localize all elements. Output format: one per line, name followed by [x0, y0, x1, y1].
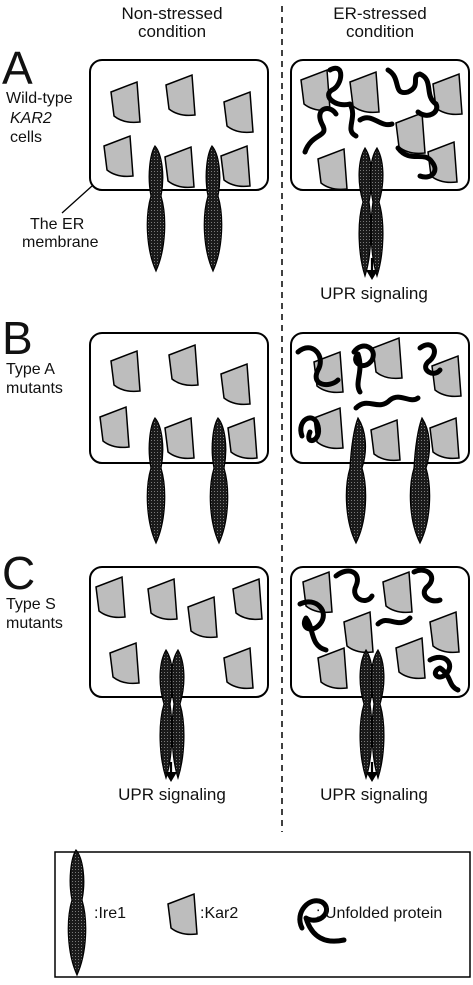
upr-arrowhead: [165, 772, 177, 782]
ire1-dimer-icon: [359, 649, 385, 779]
unfolded-protein-icon: [302, 106, 339, 155]
unfolded-protein-icon: [417, 342, 443, 376]
panel-a-label-line2: KAR2: [10, 110, 52, 127]
panel-b-label-line2: mutants: [6, 380, 63, 397]
unfolded-protein-icon: [427, 654, 461, 693]
header-nonstressed-line2: condition: [138, 22, 206, 41]
ire1-icon: [146, 417, 166, 544]
upr-arrowhead: [366, 270, 378, 280]
unfolded-protein-icon: [295, 345, 341, 388]
panel-a-label-line3: cells: [10, 129, 42, 146]
legend-kar2-label: :Kar2: [200, 905, 238, 922]
panel-b-label-line1: Type A: [6, 361, 55, 378]
panel-c-label-line2: mutants: [6, 615, 63, 632]
header-erstressed-line2: condition: [346, 22, 414, 41]
legend-ire1-icon: [67, 849, 87, 976]
unfolded-protein-icon: [385, 67, 440, 118]
upr-signaling-label-c-right: UPR signaling: [320, 785, 428, 804]
unfolded-protein-icon: [297, 599, 329, 653]
er-membrane-pointer: [61, 185, 93, 214]
legend-unfolded-protein-icon: [297, 898, 347, 944]
ire1-icon: [203, 145, 223, 272]
upr-arrowhead: [366, 772, 378, 782]
panel-b-letter: B: [2, 312, 33, 364]
legend-unfolded-label: : Unfolded protein: [316, 905, 442, 922]
er-membrane-label-line1: The ER: [30, 216, 84, 233]
legend-box: [54, 851, 471, 978]
panel-c-letter: C: [2, 547, 35, 599]
unfolded-protein-icon: [395, 145, 438, 180]
unfolded-protein-icon: [351, 343, 376, 395]
ire1-icon: [209, 417, 229, 544]
header-erstressed-line1: ER-stressed: [333, 4, 427, 23]
er-membrane-label-line2: membrane: [22, 234, 99, 251]
unfolded-protein-icon: [298, 415, 322, 443]
unfolded-protein-icon: [375, 615, 413, 627]
panel-a-label-line1: Wild-type: [6, 90, 73, 107]
unfolded-protein-icon: [333, 568, 375, 603]
unfolded-protein-icon: [353, 394, 421, 411]
ire1-dimer-icon: [358, 147, 384, 277]
ire1-dimer-icon: [159, 649, 185, 779]
unfolded-protein-icon: [357, 115, 395, 128]
panel-a-letter: A: [2, 42, 33, 94]
unfolded-protein-icon: [411, 567, 443, 604]
ire1-icon: [146, 145, 166, 272]
upr-signaling-label-c-left: UPR signaling: [118, 785, 226, 804]
panel-c-label-line1: Type S: [6, 596, 56, 613]
header-nonstressed-line1: Non-stressed: [121, 4, 222, 23]
upr-signaling-label-a: UPR signaling: [320, 284, 428, 303]
legend-ire1-label: :Ire1: [94, 905, 126, 922]
unfolded-protein-icon: [326, 65, 359, 139]
